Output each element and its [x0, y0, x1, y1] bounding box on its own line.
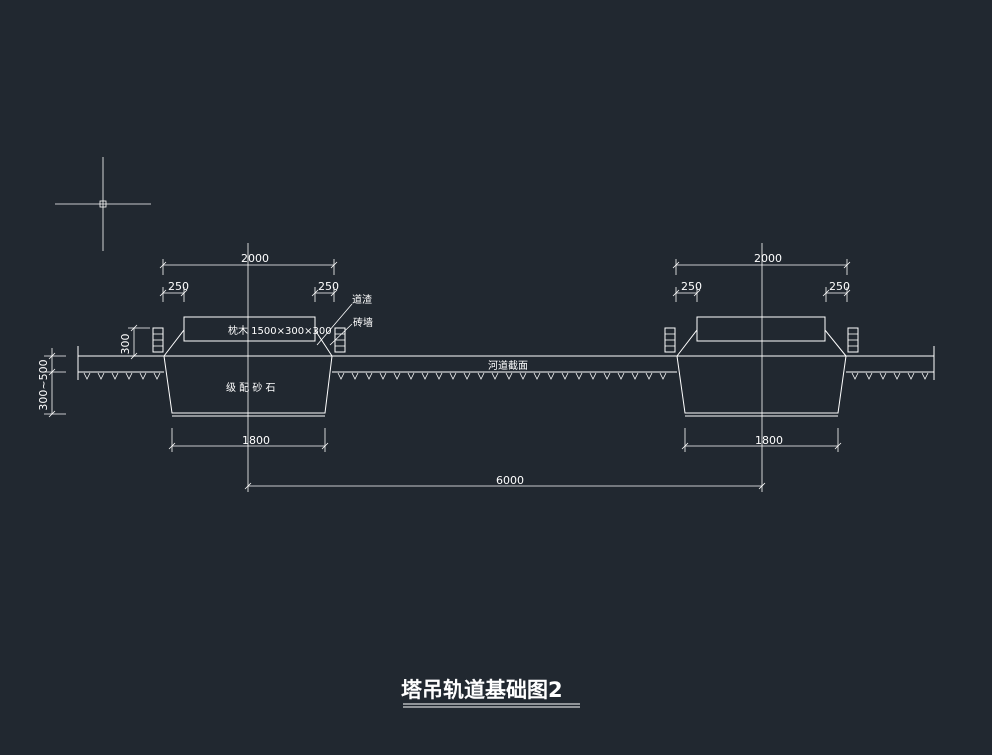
hatch-mark: [351, 372, 359, 380]
hatch-mark: [139, 372, 147, 380]
hatch-mark: [893, 372, 901, 380]
hatch-mark: [907, 372, 915, 380]
hatch-mark: [365, 372, 373, 380]
hatch-mark: [421, 372, 429, 380]
hatch-mark: [879, 372, 887, 380]
hatch-mark: [519, 372, 527, 380]
svg-text:1800: 1800: [755, 434, 783, 447]
hatch-mark: [589, 372, 597, 380]
riverbed-label: 河道截面: [488, 359, 528, 372]
sleeper-label: 枕木 1500×300×300: [228, 324, 332, 337]
hatch-mark: [921, 372, 929, 380]
drawing-title: 塔吊轨道基础图2: [401, 678, 580, 708]
hatch-mark: [379, 372, 387, 380]
rail-label-a: 道渣: [352, 293, 372, 306]
svg-text:250: 250: [829, 280, 850, 293]
hatch-mark: [153, 372, 161, 380]
svg-text:250: 250: [168, 280, 189, 293]
hatch-mark: [407, 372, 415, 380]
hatch-mark: [477, 372, 485, 380]
hatch-mark: [111, 372, 119, 380]
svg-text:250: 250: [318, 280, 339, 293]
svg-text:2000: 2000: [754, 252, 782, 265]
hatch-mark: [393, 372, 401, 380]
hatch-mark: [865, 372, 873, 380]
hatch-mark: [659, 372, 667, 380]
hatch-mark: [505, 372, 513, 380]
ground-line: [77, 346, 935, 380]
span-dimension: 6000: [244, 474, 766, 490]
svg-text:300~500: 300~500: [37, 359, 50, 410]
left-bottom-dimension: 1800: [168, 428, 329, 452]
svg-text:300: 300: [119, 334, 132, 355]
svg-text:2000: 2000: [241, 252, 269, 265]
hatch-mark: [561, 372, 569, 380]
hatch-mark: [575, 372, 583, 380]
hatch-mark: [463, 372, 471, 380]
hatch-mark: [337, 372, 345, 380]
hatch-mark: [603, 372, 611, 380]
title-text: 塔吊轨道基础图2: [401, 678, 563, 702]
hatch-mark: [491, 372, 499, 380]
hatch-mark: [547, 372, 555, 380]
left-foundation: 枕木 1500×300×300 级 配 砂 石 道渣 砖墙: [152, 293, 373, 417]
hatch-mark: [83, 372, 91, 380]
right-top-dimension: 2000 250 250: [672, 252, 851, 302]
right-bottom-dimension: 1800: [681, 428, 842, 452]
left-top-dimension: 2000 250 250: [159, 252, 339, 302]
hatch-mark: [631, 372, 639, 380]
right-sleeper: [696, 316, 826, 342]
crosshair-cursor-icon: [55, 157, 151, 251]
hatch-mark: [851, 372, 859, 380]
height-300-dimension: 300: [119, 324, 150, 360]
svg-text:250: 250: [681, 280, 702, 293]
depth-dimension: 300~500: [37, 348, 66, 418]
left-sleeper: [183, 316, 316, 342]
hatch-mark: [97, 372, 105, 380]
hatch-mark: [125, 372, 133, 380]
hatch-mark: [435, 372, 443, 380]
soil-hatch: [83, 372, 929, 380]
hatch-mark: [533, 372, 541, 380]
ballast-label: 级 配 砂 石: [226, 381, 276, 394]
right-foundation: [664, 316, 859, 417]
hatch-mark: [449, 372, 457, 380]
hatch-mark: [645, 372, 653, 380]
rail-label-b: 砖墙: [353, 316, 373, 329]
svg-text:6000: 6000: [496, 474, 524, 487]
svg-text:1800: 1800: [242, 434, 270, 447]
hatch-mark: [617, 372, 625, 380]
